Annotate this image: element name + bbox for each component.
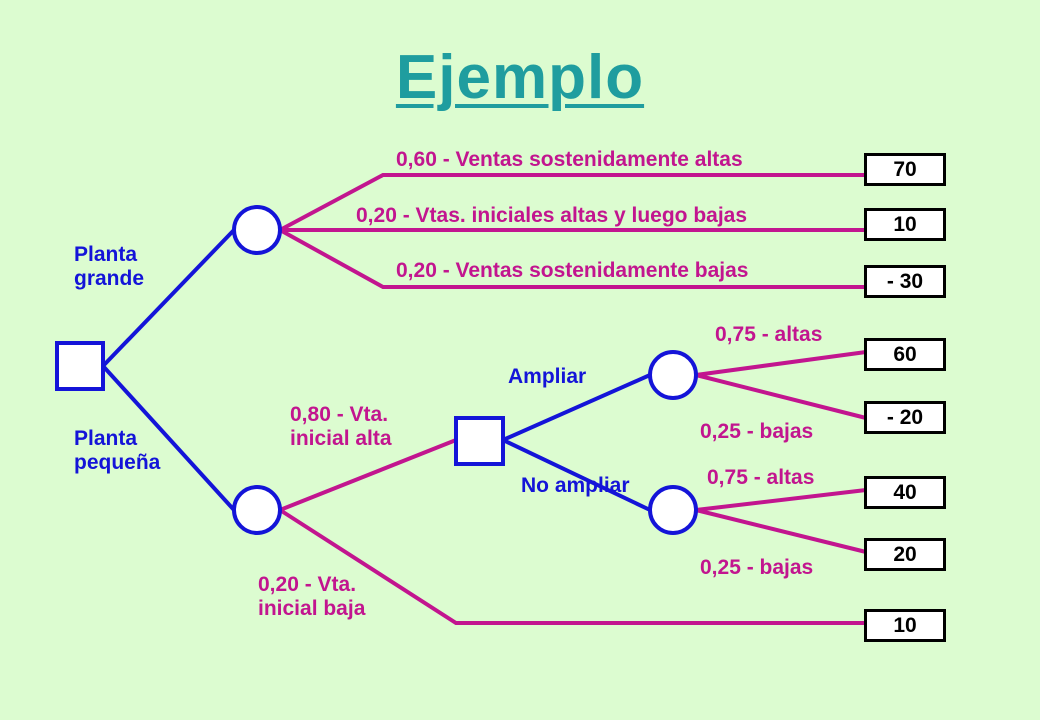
branch-vta-inicial-alta: [279, 438, 457, 512]
payoff-box: 60: [864, 338, 946, 371]
branch-no-ampliar-altas: [695, 488, 867, 512]
branch-no-ampliar: [502, 438, 651, 512]
label-planta-pequena: Planta pequeña: [74, 427, 161, 474]
label-ampliar: Ampliar: [508, 365, 587, 388]
branch-planta-grande: [101, 228, 236, 368]
branch-vta-inicial-baja: [278, 508, 866, 625]
branch-ampliar: [502, 373, 651, 442]
label-ampliar-altas: 0,75 - altas: [715, 323, 823, 346]
payoff-box: - 30: [864, 265, 946, 298]
branch-planta-pequena: [101, 364, 236, 512]
branch-ampliar-bajas: [695, 373, 867, 420]
decision-node-ampliar: [454, 416, 505, 466]
branch-ventas-bajas: [279, 228, 866, 289]
label-no-ampliar-bajas: 0,25 - bajas: [700, 556, 814, 579]
label-vtas-altas-bajas: 0,20 - Vtas. iniciales altas y luego baj…: [356, 204, 748, 227]
payoff-box: 10: [864, 609, 946, 642]
label-planta-grande: Planta grande: [74, 243, 145, 290]
payoff-box: 40: [864, 476, 946, 509]
payoff-box: - 20: [864, 401, 946, 434]
label-ventas-altas: 0,60 - Ventas sostenidamente altas: [396, 148, 743, 171]
payoff-box: 70: [864, 153, 946, 186]
payoff-box: 20: [864, 538, 946, 571]
chance-node-pequena: [232, 485, 282, 535]
decision-node-root: [55, 341, 105, 391]
payoff-box: 10: [864, 208, 946, 241]
label-vta-inicial-baja: 0,20 - Vta. inicial baja: [258, 573, 366, 620]
label-no-ampliar-altas: 0,75 - altas: [707, 466, 815, 489]
label-vta-inicial-alta: 0,80 - Vta. inicial alta: [290, 403, 392, 450]
branch-ampliar-altas: [695, 350, 867, 377]
label-no-ampliar: No ampliar: [521, 474, 630, 497]
page-title: Ejemplo: [395, 43, 645, 112]
branch-ventas-altas: [279, 173, 866, 232]
label-ampliar-bajas: 0,25 - bajas: [700, 420, 814, 443]
branch-no-ampliar-bajas: [695, 508, 867, 554]
chance-node-ampliar: [648, 350, 698, 400]
chance-node-grande: [232, 205, 282, 255]
label-ventas-bajas: 0,20 - Ventas sostenidamente bajas: [396, 259, 749, 282]
chance-node-no-ampliar: [648, 485, 698, 535]
